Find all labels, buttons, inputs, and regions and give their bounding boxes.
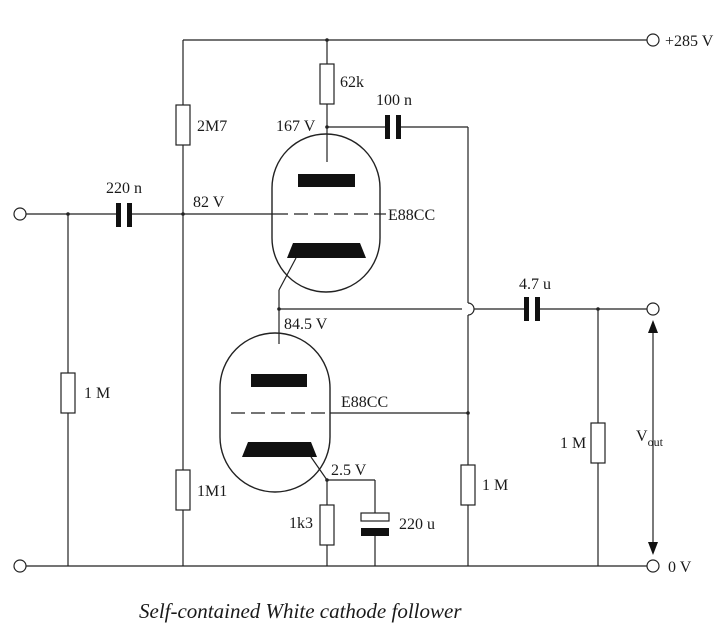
junction-dot xyxy=(596,307,600,311)
grid-return-label: 1 M xyxy=(482,477,508,494)
cathode-capacitor-positive-plate xyxy=(360,512,390,522)
input-capacitor-plate-a xyxy=(116,203,121,227)
cathode-capacitor-negative-plate xyxy=(361,528,389,536)
junction-dot xyxy=(325,125,329,129)
upper-tube-label: E88CC xyxy=(388,207,435,224)
upper-tube-cathode xyxy=(287,243,366,258)
vout-arrow-head-bottom xyxy=(648,542,658,555)
upper-grid-voltage: 82 V xyxy=(193,194,225,211)
anode-resistor-label: 62k xyxy=(340,74,364,91)
upper-tube xyxy=(271,133,381,293)
junction-dot xyxy=(66,212,70,216)
lower-tube xyxy=(219,332,331,493)
lower-cathode-lead xyxy=(310,456,328,481)
upper-anode-voltage: 167 V xyxy=(276,118,316,135)
junction-dot xyxy=(466,411,470,415)
input-resistor-label: 1 M xyxy=(84,385,110,402)
ground-label: 0 V xyxy=(668,559,692,576)
supply-terminal xyxy=(646,33,660,47)
supply-label: +285 V xyxy=(665,33,714,50)
figure-caption: Self-contained White cathode follower xyxy=(139,599,462,623)
lower-tube-label: E88CC xyxy=(341,394,388,411)
upper-tube-envelope xyxy=(271,133,381,293)
input-resistor xyxy=(60,372,76,414)
junction-dot xyxy=(325,38,329,42)
junction-dot xyxy=(325,478,329,482)
cathode-resistor-label: 1k3 xyxy=(289,515,313,532)
output-capacitor-plate-b xyxy=(535,297,540,321)
cathode-capacitor-label: 220 u xyxy=(399,516,435,533)
anode-resistor xyxy=(319,63,335,105)
bias-lower-label: 1M1 xyxy=(197,483,227,500)
lower-tube-cathode xyxy=(242,442,317,457)
input-capacitor-label: 220 n xyxy=(106,180,142,197)
vout-label-main: V xyxy=(636,428,648,445)
bias-upper-label: 2M7 xyxy=(197,118,227,135)
vout-arrow-head-top xyxy=(648,320,658,333)
output-resistor-label: 1 M xyxy=(560,435,586,452)
coupling-capacitor-plate-b xyxy=(396,115,401,139)
junction-dot xyxy=(181,212,185,216)
input-terminal xyxy=(13,207,27,221)
coupling-capacitor-label: 100 n xyxy=(376,92,412,109)
output-capacitor-plate-a xyxy=(524,297,529,321)
junction-dot xyxy=(277,307,281,311)
output-terminal xyxy=(646,302,660,316)
ground-input-terminal xyxy=(13,559,27,573)
bias-upper-resistor xyxy=(175,104,191,146)
midpoint-voltage: 84.5 V xyxy=(284,316,328,333)
wire-crossover-hop xyxy=(467,302,475,316)
lower-tube-anode xyxy=(251,374,307,387)
vout-label: Vout xyxy=(636,428,664,449)
lower-cathode-voltage: 2.5 V xyxy=(331,462,367,479)
cathode-resistor xyxy=(319,504,335,546)
coupling-capacitor-plate-a xyxy=(385,115,390,139)
grid-return-resistor xyxy=(460,464,476,506)
vout-label-subscript: out xyxy=(648,435,664,449)
bias-lower-resistor xyxy=(175,469,191,511)
ground-output-terminal xyxy=(646,559,660,573)
output-resistor xyxy=(590,422,606,464)
upper-cathode-lead xyxy=(278,257,297,291)
lower-tube-envelope xyxy=(219,332,331,493)
upper-tube-anode xyxy=(298,174,355,187)
input-capacitor-plate-b xyxy=(127,203,132,227)
output-capacitor-label: 4.7 u xyxy=(519,276,551,293)
